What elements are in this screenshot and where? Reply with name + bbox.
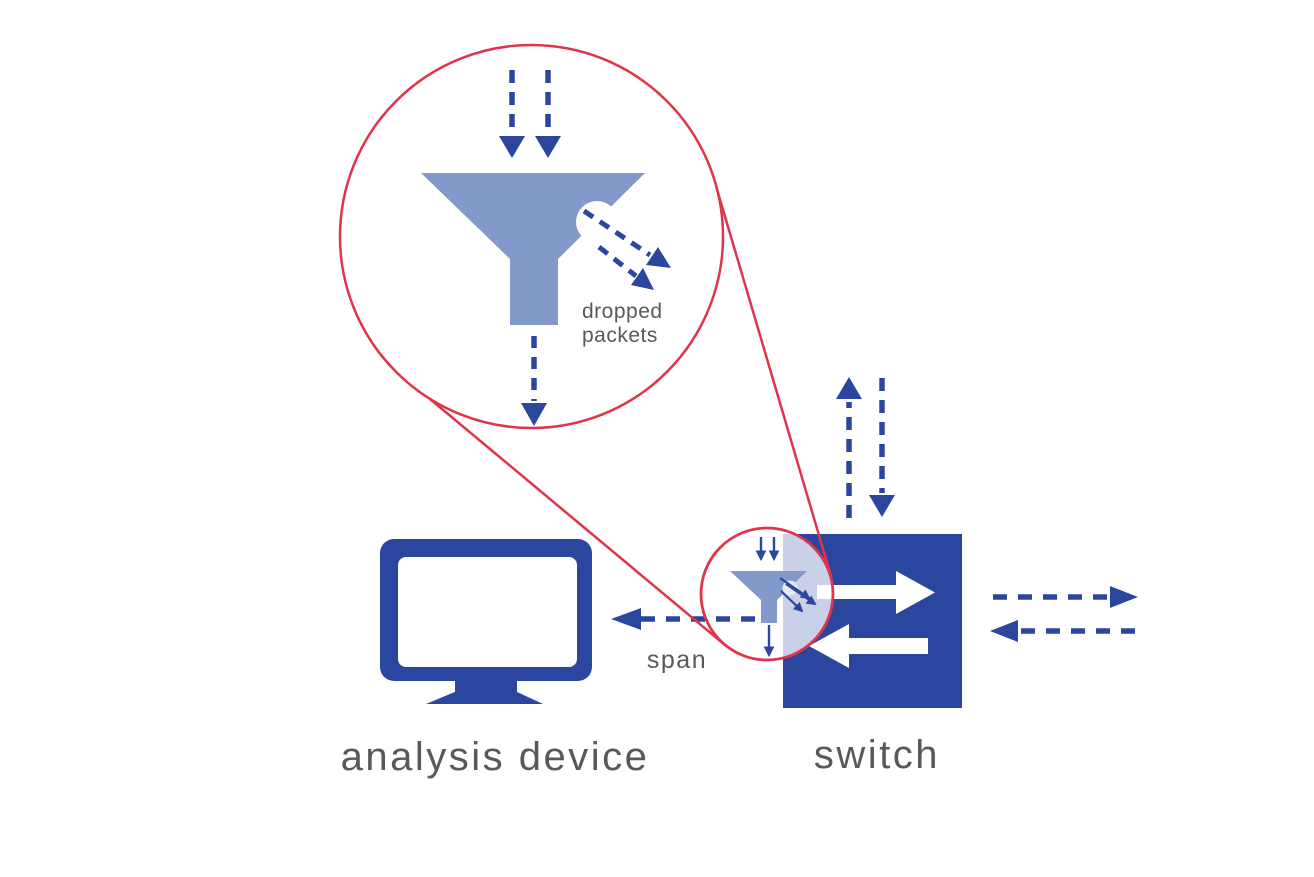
- switch-label: switch: [813, 733, 941, 777]
- dropped-packets-arrowhead: [646, 247, 671, 268]
- lan-in-arrowhead: [990, 620, 1018, 642]
- filtered-output-arrowhead: [521, 403, 547, 426]
- lan-out-arrowhead: [1110, 586, 1138, 608]
- funnel-leak-hole: [576, 201, 618, 243]
- uplink-down-arrowhead: [869, 495, 895, 517]
- dropped-packets-arrow: [597, 245, 638, 278]
- switch-egress-arrow: [817, 571, 935, 614]
- analysis-device-icon: [380, 539, 592, 704]
- monitor-stand-neck: [455, 678, 517, 693]
- span-port-arrow: [611, 608, 755, 630]
- filtered-output-arrow: [521, 336, 547, 426]
- incoming-traffic-arrows: [499, 70, 561, 158]
- uplink-up-arrowhead: [836, 377, 862, 399]
- magnifier-detail-group: [338, 43, 725, 430]
- magnifier-callout-line-upper: [714, 185, 833, 577]
- monitor-screen: [398, 557, 577, 667]
- mini-dropped-arrow: [779, 577, 811, 600]
- dropped-packets-arrows: [582, 208, 671, 290]
- incoming-arrowhead: [535, 136, 561, 158]
- span-label: span: [646, 646, 708, 674]
- dropped-packets-label: dropped packets: [582, 300, 663, 348]
- dropped-packets-arrowhead: [631, 268, 654, 290]
- mini-dropped-arrow: [785, 583, 817, 606]
- switch-ingress-arrow: [809, 624, 928, 668]
- span-port-arrowhead: [611, 608, 641, 630]
- incoming-arrowhead: [499, 136, 525, 158]
- monitor-stand-base: [426, 691, 543, 704]
- switch-lan-arrows: [990, 586, 1138, 642]
- magnifier-circle: [338, 43, 725, 430]
- magnifier-callout-line-lower: [429, 398, 726, 646]
- mini-dropped-arrow: [780, 590, 804, 613]
- mini-magnifier-circle: [699, 526, 835, 662]
- analysis-device-label: analysis device: [340, 735, 650, 779]
- switch-uplink-arrows: [836, 377, 895, 518]
- mini-filter-group: [730, 537, 817, 658]
- dropped-packets-arrow: [582, 208, 652, 258]
